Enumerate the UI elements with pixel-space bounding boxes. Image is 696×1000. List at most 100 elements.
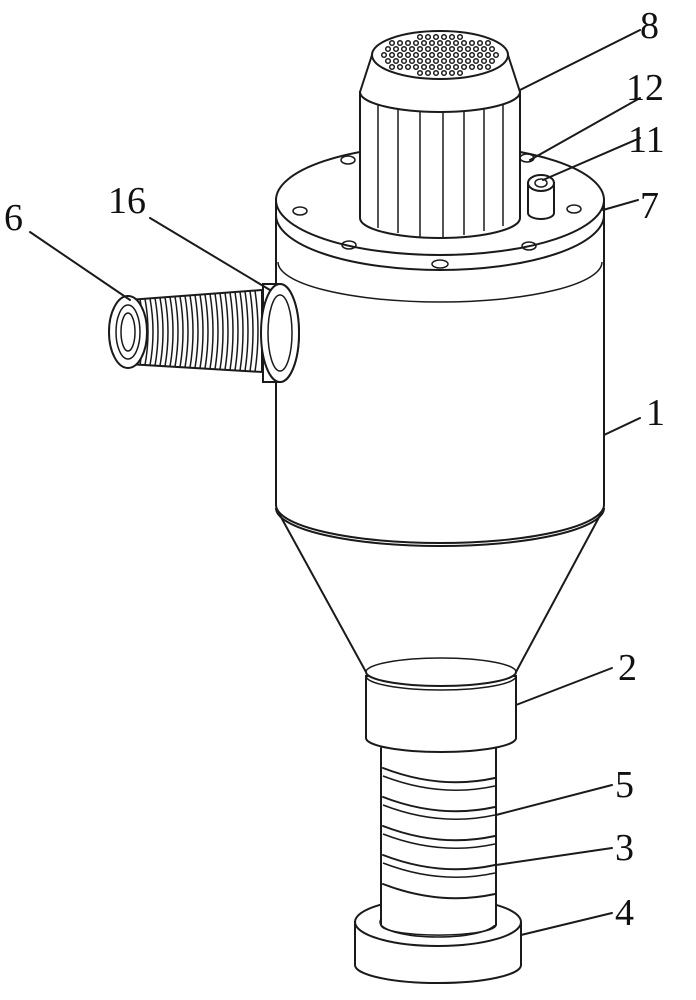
pipe-rib	[219, 293, 224, 370]
vent-hole	[452, 63, 460, 71]
vent-hole	[440, 45, 448, 53]
cone-hopper	[275, 507, 605, 687]
inlet-pipe	[108, 288, 263, 374]
vent-hole	[492, 51, 500, 59]
vent-hole	[476, 51, 484, 59]
vent-hole	[444, 39, 452, 47]
pipe-rib	[174, 296, 179, 367]
pipe-rib	[164, 297, 169, 367]
vent-hole	[464, 45, 472, 53]
motor-housing	[358, 30, 522, 239]
vent-hole	[452, 39, 460, 47]
vent-hole	[460, 39, 468, 47]
vent-hole	[380, 51, 388, 59]
vent-hole	[400, 57, 408, 65]
pipe-rib	[199, 294, 204, 369]
label-12: 12	[626, 67, 664, 109]
pipe-rib	[234, 291, 239, 371]
label-5: 5	[615, 764, 634, 806]
vent-hole	[476, 63, 484, 71]
vent-hole	[404, 63, 412, 71]
vent-hole	[468, 51, 476, 59]
motor-vent-grille	[380, 33, 500, 77]
vent-hole	[412, 51, 420, 59]
inlet-port	[527, 174, 555, 220]
vent-hole	[460, 51, 468, 59]
vent-hole	[412, 63, 420, 71]
label-6: 6	[4, 197, 23, 239]
vent-hole	[408, 57, 416, 65]
label-7: 7	[640, 185, 659, 227]
label-11: 11	[628, 119, 665, 161]
vent-hole	[396, 63, 404, 71]
inner-tube	[380, 745, 497, 936]
vent-hole	[452, 51, 460, 59]
vent-hole	[420, 51, 428, 59]
vent-hole	[472, 57, 480, 65]
vent-hole	[456, 45, 464, 53]
pipe-rib	[179, 295, 184, 368]
vent-hole	[456, 69, 464, 77]
vent-hole	[432, 69, 440, 77]
vent-hole	[424, 33, 432, 41]
vent-hole	[484, 51, 492, 59]
pipe-rib	[229, 292, 234, 371]
pipe-rib	[254, 290, 259, 372]
vent-hole	[460, 63, 468, 71]
vent-hole	[456, 33, 464, 41]
vent-hole	[464, 57, 472, 65]
vent-hole	[436, 63, 444, 71]
vent-hole	[440, 69, 448, 77]
vent-hole	[468, 63, 476, 71]
pipe-rib	[209, 293, 214, 370]
vent-hole	[444, 51, 452, 59]
vent-hole	[480, 45, 488, 53]
vent-hole	[384, 45, 392, 53]
vent-hole	[404, 39, 412, 47]
pipe-rib	[204, 294, 209, 369]
vent-hole	[424, 45, 432, 53]
vent-hole	[416, 57, 424, 65]
vent-hole	[484, 63, 492, 71]
vent-hole	[412, 39, 420, 47]
pipe-rib	[214, 293, 219, 370]
pipe-rib	[249, 290, 254, 372]
label-4: 4	[615, 892, 634, 934]
callout-labels: 8 12 11 7 6 16 1 2 5 3 4	[4, 5, 665, 934]
vent-hole	[400, 45, 408, 53]
vent-hole	[440, 57, 448, 65]
label-1: 1	[646, 392, 665, 434]
label-3: 3	[615, 827, 634, 869]
outlet-sleeve	[365, 675, 517, 753]
vent-hole	[388, 51, 396, 59]
vent-hole	[432, 33, 440, 41]
pipe-rib	[189, 295, 194, 368]
vent-hole	[408, 45, 416, 53]
leader-lines	[29, 29, 641, 936]
vent-hole	[484, 39, 492, 47]
vent-hole	[432, 45, 440, 53]
label-8: 8	[640, 5, 659, 47]
pipe-rib	[169, 296, 174, 367]
vent-hole	[420, 63, 428, 71]
pipe-rib	[149, 298, 154, 366]
vent-hole	[396, 51, 404, 59]
vent-hole	[416, 45, 424, 53]
vent-hole	[472, 45, 480, 53]
vent-hole	[420, 39, 428, 47]
vent-hole	[388, 63, 396, 71]
spring-coils	[382, 767, 496, 900]
pipe-rib	[184, 295, 189, 368]
vent-hole	[448, 69, 456, 77]
vent-hole	[424, 69, 432, 77]
label-2: 2	[618, 647, 637, 689]
vent-hole	[448, 33, 456, 41]
vent-hole	[456, 57, 464, 65]
vent-hole	[436, 51, 444, 59]
vent-hole	[448, 57, 456, 65]
main-cylinder	[275, 214, 605, 544]
pipe-rib	[244, 291, 249, 372]
vent-hole	[388, 39, 396, 47]
vent-hole	[396, 39, 404, 47]
vent-hole	[384, 57, 392, 65]
